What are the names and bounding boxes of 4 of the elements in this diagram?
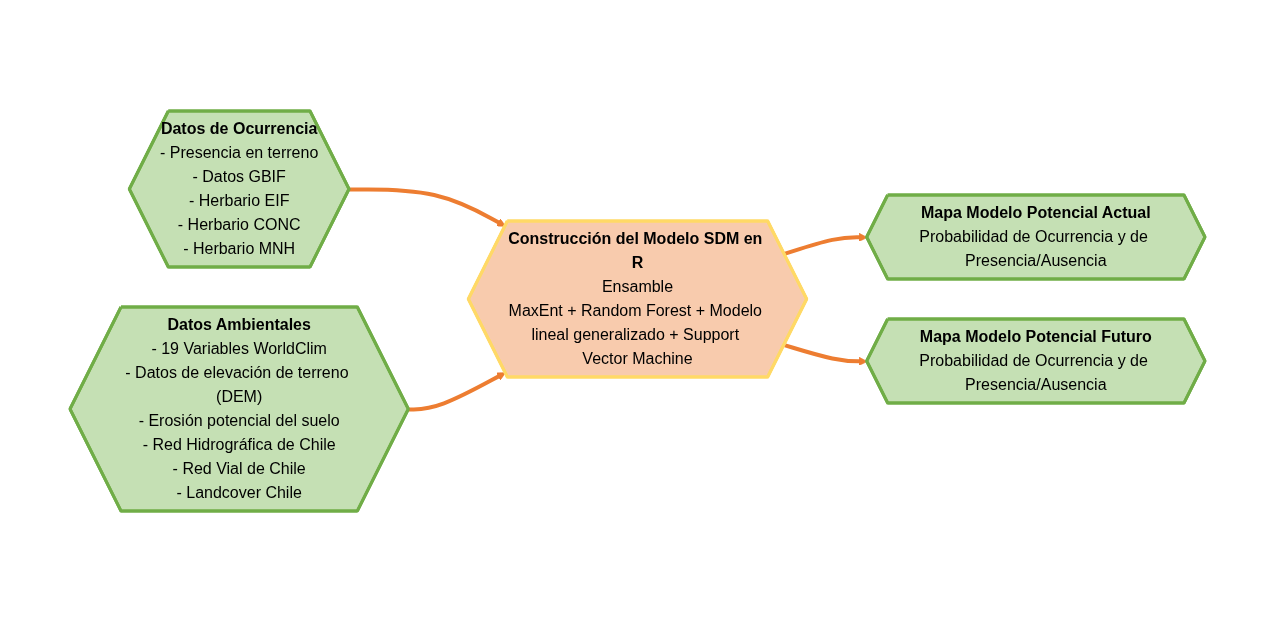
arrow	[783, 342, 868, 366]
arrow	[349, 186, 506, 227]
arrow	[408, 371, 506, 411]
arrow	[783, 232, 868, 256]
